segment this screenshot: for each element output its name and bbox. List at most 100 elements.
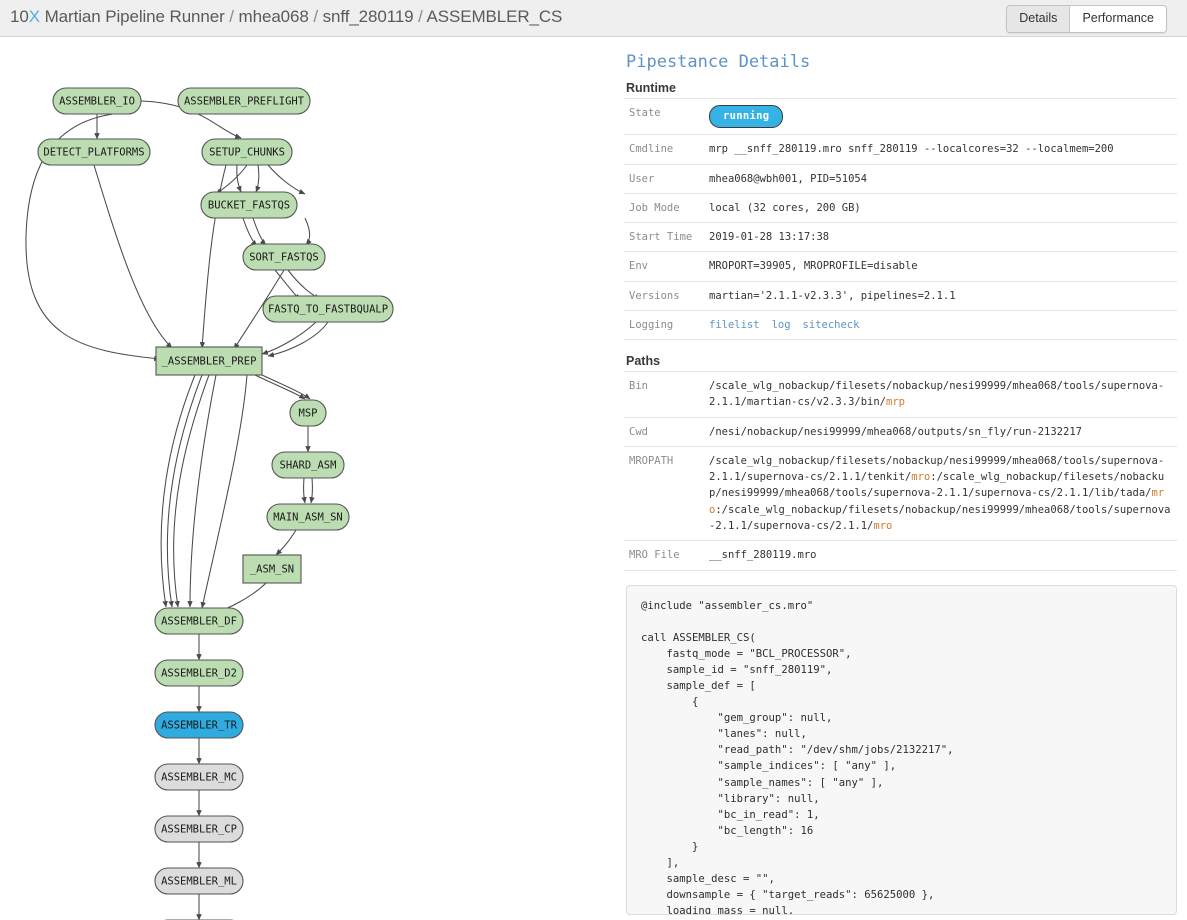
graph-node-assembler-ml[interactable]: ASSEMBLER_ML <box>154 867 244 895</box>
graph-edge <box>140 100 242 139</box>
path-highlight: mro <box>709 487 1165 516</box>
node-shape[interactable] <box>177 87 311 115</box>
pipeline-graph-pane[interactable]: ASSEMBLER_IO ASSEMBLER_PREFLIGHT DETECT_PL… <box>0 37 612 920</box>
table-row: Versions martian='2.1.1-v2.3.3', pipeline… <box>624 281 1177 310</box>
mro-source-code: @include "assembler_cs.mro" call ASSEMBL… <box>626 584 1177 915</box>
logging-link-filelist[interactable]: filelist <box>709 318 760 331</box>
graph-node-assembler-preflight[interactable]: ASSEMBLER_PREFLIGHT <box>177 87 311 115</box>
runtime-key: Logging <box>629 318 674 331</box>
node-shape[interactable] <box>271 451 345 479</box>
pipeline-graph[interactable]: ASSEMBLER_IO ASSEMBLER_PREFLIGHT DETECT_PL… <box>0 37 612 920</box>
node-shape[interactable] <box>242 554 302 584</box>
graph-node-bucket-fastqs[interactable]: BUCKET_FASTQS <box>200 191 298 219</box>
page-title: Pipestance Details <box>626 52 811 72</box>
path-value: /scale_wlg_nobackup/filesets/nobackup/ne… <box>709 380 1165 409</box>
runtime-value: martian='2.1.1-v2.3.3', pipelines=2.1.1 <box>709 289 956 302</box>
runtime-value: mhea068@wbh001, PID=51054 <box>709 172 868 185</box>
graph-edge <box>261 321 317 355</box>
node-shape[interactable] <box>262 295 394 323</box>
table-row: Bin/scale_wlg_nobackup/filesets/nobackup… <box>624 371 1177 418</box>
node-shape[interactable] <box>154 815 244 843</box>
graph-node-assembler-df[interactable]: ASSEMBLER_DF <box>154 607 244 635</box>
brand-x-logo: X <box>28 7 40 26</box>
runtime-key: User <box>629 172 655 185</box>
breadcrumb-pipeline[interactable]: ASSEMBLER_CS <box>426 7 563 26</box>
table-row: Cwd/nesi/nobackup/nesi99999/mhea068/outp… <box>624 417 1177 446</box>
graph-edge <box>254 374 306 400</box>
table-row: User mhea068@wbh001, PID=51054 <box>624 164 1177 193</box>
graph-edge <box>233 269 285 350</box>
top-bar: 10X Martian Pipeline Runner / mhea068 / … <box>0 0 1187 37</box>
path-key: Cwd <box>629 425 648 438</box>
graph-edge <box>173 374 210 608</box>
graph-node--assembler-prep[interactable]: _ASSEMBLER_PREP <box>155 346 263 376</box>
graph-node-assembler-tr[interactable]: ASSEMBLER_TR <box>154 711 244 739</box>
graph-edge <box>267 164 306 195</box>
view-mode-toggle[interactable]: Details Performance <box>1006 5 1167 33</box>
graph-node-assembler-mc[interactable]: ASSEMBLER_MC <box>154 763 244 791</box>
graph-edge <box>25 113 161 362</box>
runtime-value: MROPORT=39905, MROPROFILE=disable <box>709 260 918 273</box>
graph-node-sort-fastqs[interactable]: SORT_FASTQS <box>242 243 326 271</box>
node-shape[interactable] <box>52 87 142 115</box>
node-shape[interactable] <box>154 711 244 739</box>
breadcrumb-user[interactable]: mhea068 <box>238 7 309 26</box>
node-shape[interactable] <box>154 763 244 791</box>
graph-edge <box>187 374 217 608</box>
tab-performance[interactable]: Performance <box>1070 6 1166 32</box>
node-shape[interactable] <box>154 607 244 635</box>
runtime-value: running <box>704 99 1177 135</box>
graph-node-layer[interactable]: ASSEMBLER_IO ASSEMBLER_PREFLIGHT DETECT_PL… <box>37 87 394 920</box>
graph-node-detect-platforms[interactable]: DETECT_PLATFORMS <box>37 138 151 166</box>
graph-edge <box>301 477 307 504</box>
path-key: MROPATH <box>629 454 674 467</box>
runtime-value: mrp __snff_280119.mro snff_280119 --loca… <box>709 143 1114 156</box>
graph-node-fastq-to-fastbqualp[interactable]: FASTQ_TO_FASTBQUALP <box>262 295 394 323</box>
table-row: State running <box>624 98 1177 135</box>
logging-link-log[interactable]: log <box>771 318 791 331</box>
node-shape[interactable] <box>242 243 326 271</box>
path-value: /nesi/nobackup/nesi99999/mhea068/outputs… <box>709 425 1082 438</box>
table-row: MROPATH/scale_wlg_nobackup/filesets/noba… <box>624 446 1177 540</box>
node-shape[interactable] <box>155 346 263 376</box>
tab-details[interactable]: Details <box>1007 6 1071 32</box>
runtime-key: Job Mode <box>629 201 680 214</box>
graph-edge <box>261 374 311 400</box>
breadcrumb-sample[interactable]: snff_280119 <box>322 7 414 26</box>
graph-node-shard-asm[interactable]: SHARD_ASM <box>271 451 345 479</box>
graph-node-main-asm-sn[interactable]: MAIN_ASM_SN <box>266 503 350 531</box>
runtime-heading: Runtime <box>626 81 676 95</box>
brand-prefix: 10 <box>10 7 29 26</box>
node-shape[interactable] <box>266 503 350 531</box>
graph-node-msp[interactable]: MSP <box>289 399 327 427</box>
graph-node-assembler-d2[interactable]: ASSEMBLER_D2 <box>154 659 244 687</box>
node-shape[interactable] <box>154 659 244 687</box>
node-shape[interactable] <box>289 399 327 427</box>
node-shape[interactable] <box>37 138 151 166</box>
runtime-key: Env <box>629 260 648 273</box>
graph-node-assembler-io[interactable]: ASSEMBLER_IO <box>52 87 142 115</box>
path-key: MRO File <box>629 549 680 562</box>
node-shape[interactable] <box>201 138 293 166</box>
graph-node-assembler-cp[interactable]: ASSEMBLER_CP <box>154 815 244 843</box>
node-shape[interactable] <box>200 191 298 219</box>
graph-node-setup-chunks[interactable]: SETUP_CHUNKS <box>201 138 293 166</box>
graph-node--asm-sn[interactable]: _ASM_SN <box>242 554 302 584</box>
runtime-value: filelist log sitecheck <box>704 310 1177 339</box>
path-highlight: mro <box>873 519 893 532</box>
runtime-key: Versions <box>629 289 680 302</box>
table-row: Env MROPORT=39905, MROPROFILE=disable <box>624 251 1177 281</box>
node-shape[interactable] <box>154 867 244 895</box>
path-key: Bin <box>629 380 648 393</box>
graph-edge <box>275 529 297 556</box>
graph-edge <box>309 477 315 504</box>
runtime-value: local (32 cores, 200 GB) <box>709 201 861 214</box>
graph-edge <box>93 164 173 349</box>
table-row: Logging filelist log sitecheck <box>624 310 1177 340</box>
runtime-key: State <box>629 107 661 119</box>
logging-link-sitecheck[interactable]: sitecheck <box>802 318 860 331</box>
graph-edge <box>160 374 196 608</box>
